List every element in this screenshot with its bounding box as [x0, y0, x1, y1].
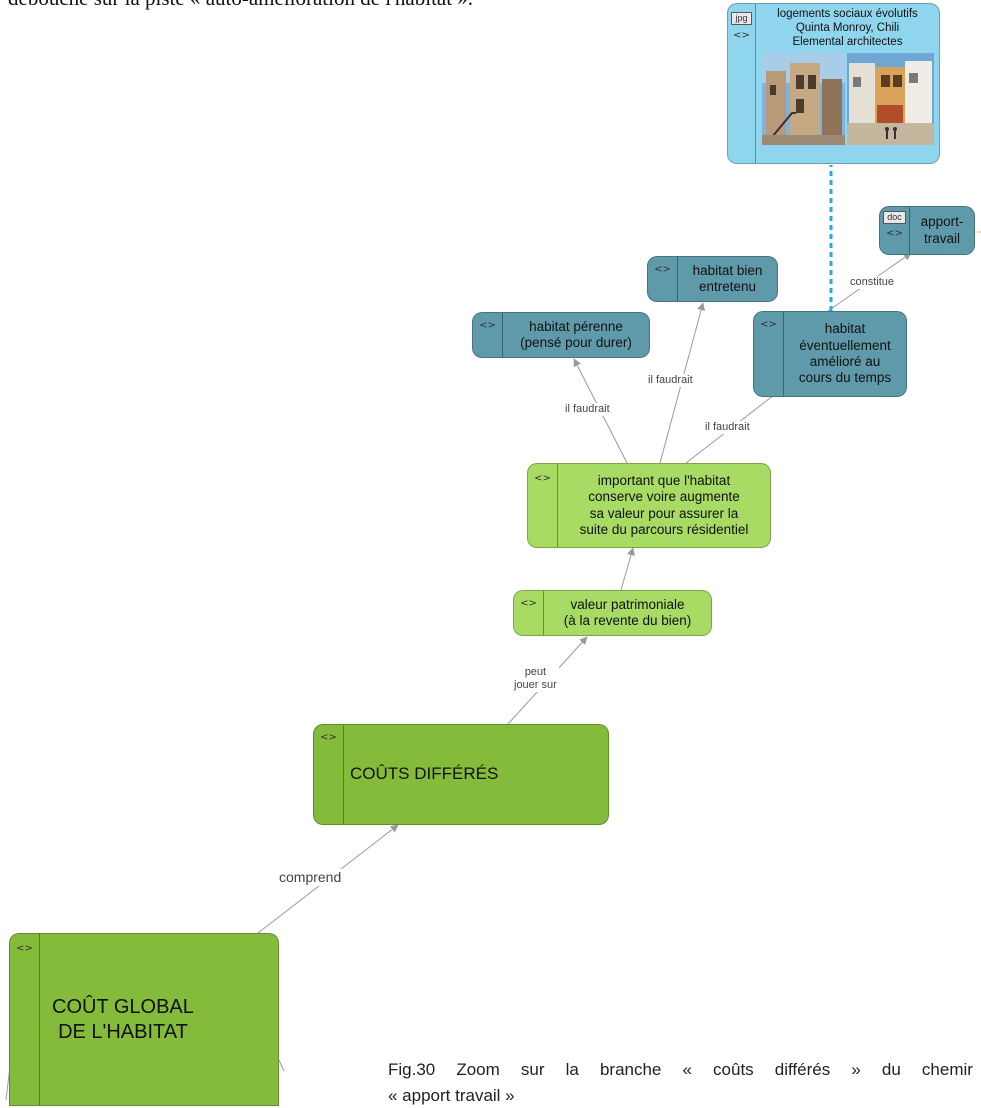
node-label: apport- travail [910, 207, 974, 254]
node-label: valeur patrimoniale (à la revente du bie… [544, 591, 711, 635]
caption-fig-number: Fig.30 [388, 1057, 435, 1083]
node-couts-differes[interactable]: <> COÛTS DIFFÉRÉS [313, 724, 609, 825]
caption-line-1: Fig.30 Zoom sur la branche « coûts diffé… [388, 1057, 973, 1083]
edge-label-il-faudrait: il faudrait [703, 421, 752, 434]
expand-icon[interactable]: <> [760, 320, 777, 330]
edge-cout-global-right-stub [279, 1060, 284, 1071]
jpg-badge: jpg [731, 12, 751, 25]
caption-line-2: « apport travail » [388, 1083, 973, 1108]
node-image-card[interactable]: jpg <> logements sociaux évolutifs Quint… [727, 3, 940, 164]
expand-icon[interactable]: <> [733, 31, 750, 41]
caption-word: coûts [713, 1057, 754, 1083]
node-label: habitat bien entretenu [678, 257, 777, 301]
image-card-photos [762, 53, 934, 145]
node-habitat-perenne[interactable]: <> habitat pérenne (pensé pour durer) [472, 312, 650, 358]
edge-label-il-faudrait: il faudrait [646, 374, 695, 387]
node-gutter: doc <> [880, 207, 910, 254]
node-gutter: <> [648, 257, 678, 301]
caption-word: chemir [922, 1057, 973, 1083]
edge-label-peut-jouer-sur: peut jouer sur [512, 666, 559, 692]
expand-icon[interactable]: <> [534, 474, 551, 484]
figure-caption: Fig.30 Zoom sur la branche « coûts diffé… [388, 1057, 973, 1108]
caption-word: sur [521, 1057, 545, 1083]
image-card-title: logements sociaux évolutifs Quinta Monro… [777, 8, 918, 49]
photo-building-left [762, 53, 845, 145]
edge-label-comprend: comprend [277, 869, 343, 886]
edge-valeur-to-important [621, 548, 633, 590]
node-gutter: <> [10, 934, 40, 1105]
node-valeur-patrimoniale[interactable]: <> valeur patrimoniale (à la revente du … [513, 590, 712, 636]
node-gutter: <> [514, 591, 544, 635]
node-label: COÛTS DIFFÉRÉS [344, 725, 608, 824]
node-gutter: jpg <> [728, 4, 756, 163]
image-card-body: logements sociaux évolutifs Quinta Monro… [756, 4, 939, 163]
caption-word: la [566, 1057, 579, 1083]
caption-word: branche [600, 1057, 661, 1083]
expand-icon[interactable]: <> [320, 733, 337, 743]
doc-badge: doc [883, 211, 906, 224]
node-apport-travail[interactable]: doc <> apport- travail [879, 206, 975, 255]
edge-label-il-faudrait: il faudrait [563, 403, 612, 416]
caption-word: Zoom [456, 1057, 499, 1083]
caption-word: différés [775, 1057, 830, 1083]
node-label: important que l'habitat conserve voire a… [558, 464, 770, 547]
edge-label-constitue: constitue [848, 276, 896, 289]
node-label: habitat éventuellement amélioré au cours… [784, 312, 906, 396]
node-important-valeur[interactable]: <> important que l'habitat conserve voir… [527, 463, 771, 548]
node-habitat-ameliore[interactable]: <> habitat éventuellement amélioré au co… [753, 311, 907, 397]
node-cout-global[interactable]: <> COÛT GLOBAL DE L'HABITAT [9, 933, 279, 1106]
expand-icon[interactable]: <> [886, 229, 903, 239]
node-gutter: <> [528, 464, 558, 547]
node-gutter: <> [473, 313, 503, 357]
expand-icon[interactable]: <> [16, 944, 33, 954]
caption-word: « [682, 1057, 691, 1083]
node-gutter: <> [314, 725, 344, 824]
node-label: COÛT GLOBAL DE L'HABITAT [40, 934, 278, 1105]
caption-word: » [851, 1057, 860, 1083]
expand-icon[interactable]: <> [654, 265, 671, 275]
node-habitat-bien-entretenu[interactable]: <> habitat bien entretenu [647, 256, 778, 302]
node-label: habitat pérenne (pensé pour durer) [503, 313, 649, 357]
photo-building-right [847, 53, 934, 145]
expand-icon[interactable]: <> [520, 599, 537, 609]
node-gutter: <> [754, 312, 784, 396]
caption-word: du [882, 1057, 901, 1083]
expand-icon[interactable]: <> [479, 321, 496, 331]
